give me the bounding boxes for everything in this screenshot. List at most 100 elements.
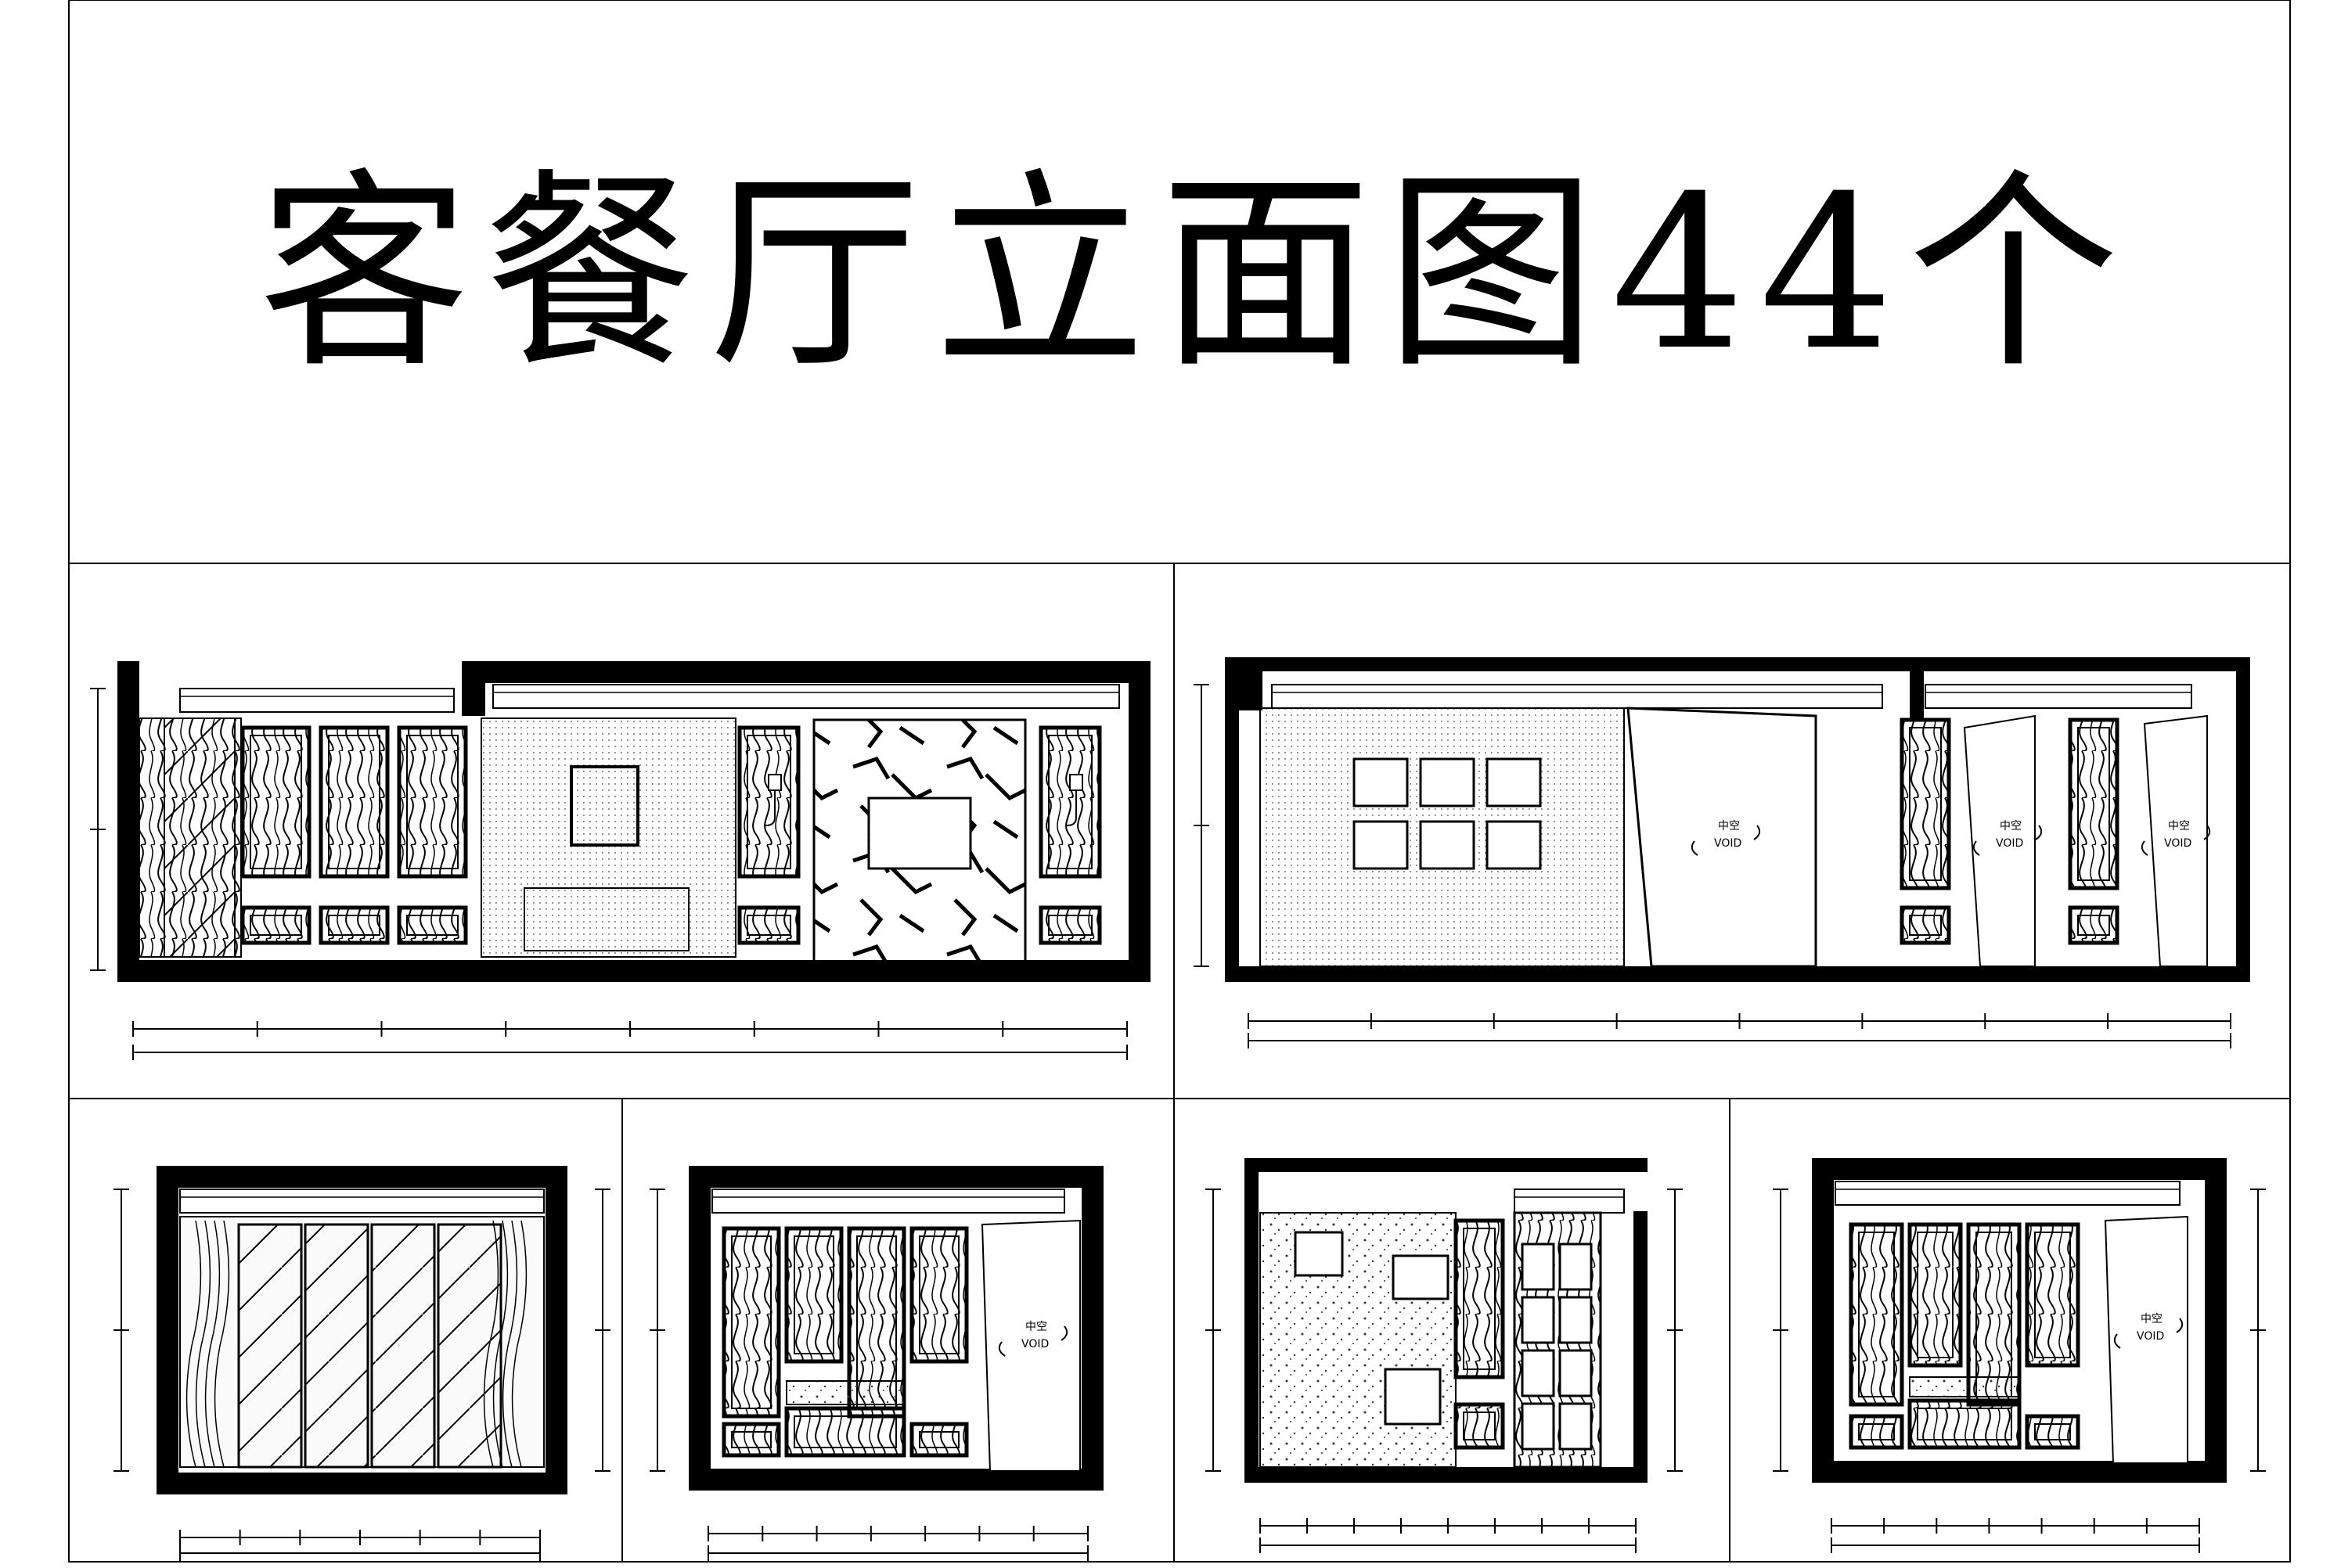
door-inset (1048, 735, 1093, 869)
void-arrow-icon (2141, 840, 2148, 856)
glass-door (304, 1223, 369, 1469)
curtain-fold (502, 1220, 518, 1468)
wall-picture (1384, 1368, 1442, 1426)
wood-door-panel (240, 905, 312, 945)
wood-door-panel (240, 725, 312, 879)
wood-door-panel (319, 905, 390, 945)
crown-molding (492, 684, 1120, 709)
door-inset (328, 735, 380, 869)
door-inset (1909, 727, 1942, 881)
door-inset (1917, 1232, 1954, 1358)
curtain-fold (511, 1220, 528, 1468)
wood-door-panel (784, 1226, 844, 1364)
crown-molding (1514, 1189, 1625, 1214)
curtain-fold (214, 1220, 230, 1468)
wallpaper-area (481, 717, 736, 958)
elevation-4: 中空 VOID (650, 1166, 1104, 1561)
void-label-cn: 中空 (1718, 820, 1740, 833)
decor-band (786, 1380, 905, 1405)
glass-door (237, 1223, 303, 1469)
void-arrow-icon (1691, 840, 1698, 856)
elevation-5 (1205, 1158, 1683, 1553)
wood-door-panel (722, 1226, 781, 1419)
void-label-en: VOID (2137, 1330, 2164, 1343)
door-panel (1558, 1402, 1593, 1451)
door-inset (731, 1235, 772, 1409)
picture-frame (1486, 757, 1542, 807)
wood-door-panel (737, 725, 801, 879)
wood-door-panel (722, 1422, 781, 1458)
void-label-en: VOID (1714, 837, 1741, 850)
column (1910, 671, 1924, 718)
curtain-fold (204, 1220, 221, 1468)
door-inset (1463, 1412, 1496, 1440)
door-inset (1463, 1228, 1496, 1370)
crown-molding (711, 1189, 1065, 1214)
mirror-panel (164, 717, 236, 958)
picture-frame (1352, 757, 1409, 807)
decor-band (1909, 1376, 2020, 1397)
picture-frame (1486, 820, 1542, 870)
door-inset (1858, 1232, 1895, 1397)
wood-door-panel (1039, 725, 1102, 879)
void-arrow-icon (1972, 840, 1980, 856)
door-panel (1558, 1349, 1593, 1397)
door-inset (406, 915, 459, 936)
glass-door (370, 1223, 436, 1469)
void-arrow-icon (998, 1341, 1006, 1357)
picture-frame (1419, 820, 1475, 870)
column (1239, 671, 1262, 710)
door-panel (1521, 1402, 1555, 1451)
wood-door-panel (909, 1226, 969, 1364)
door-inset (2077, 915, 2110, 936)
void-arrow-icon (2203, 825, 2211, 840)
wall-lamp-icon (765, 786, 776, 826)
wood-door-panel (1039, 905, 1102, 945)
crown-molding (1271, 684, 1883, 709)
void-arrow-icon (1753, 825, 1761, 840)
console-table (524, 887, 690, 951)
door-inset (1048, 915, 1093, 936)
void-label-cn: 中空 (2141, 1313, 2163, 1325)
door-inset (2077, 727, 2110, 881)
door-inset (1858, 1423, 1895, 1440)
lamp-shade (768, 774, 782, 791)
wood-door-panel (397, 725, 468, 879)
void-label-en: VOID (2164, 837, 2191, 850)
door-inset (406, 735, 459, 869)
door-inset (328, 915, 380, 936)
door-inset (747, 735, 791, 869)
crown-molding (1925, 684, 2192, 709)
void-label-en: VOID (1021, 1338, 1049, 1350)
void-label-en: VOID (1996, 837, 2023, 850)
wood-door-panel (909, 1422, 969, 1458)
picture-frame (1419, 757, 1475, 807)
door-inset (2034, 1232, 2071, 1358)
void-opening (2104, 1215, 2188, 1464)
floor-line (1225, 966, 2250, 974)
door-inset (1909, 915, 1942, 936)
wall-picture (1392, 1254, 1449, 1300)
curtain-fold (195, 1220, 211, 1468)
door-panel (1521, 1349, 1555, 1397)
stone-wall (1259, 1212, 1457, 1468)
door-inset (250, 915, 302, 936)
door-inset (1917, 1408, 2012, 1440)
void-label-cn: 中空 (1025, 1321, 1047, 1333)
door-panel (1558, 1243, 1593, 1291)
wood-door-panel (319, 725, 390, 879)
curtain-fold (185, 1220, 202, 1468)
wall-mirror (570, 765, 639, 847)
wall-picture (1294, 1231, 1344, 1277)
sheet-frames (68, 0, 2291, 1563)
door-inset (2034, 1423, 2071, 1440)
void-arrow-icon (2035, 825, 2043, 840)
door-panel (1558, 1296, 1593, 1344)
wood-door-panel (737, 905, 801, 945)
elevation-6: 中空 VOID (1773, 1158, 2266, 1553)
void-arrow-icon (2176, 1318, 2184, 1333)
picture-frame (1352, 820, 1409, 870)
door-inset (731, 1431, 772, 1448)
